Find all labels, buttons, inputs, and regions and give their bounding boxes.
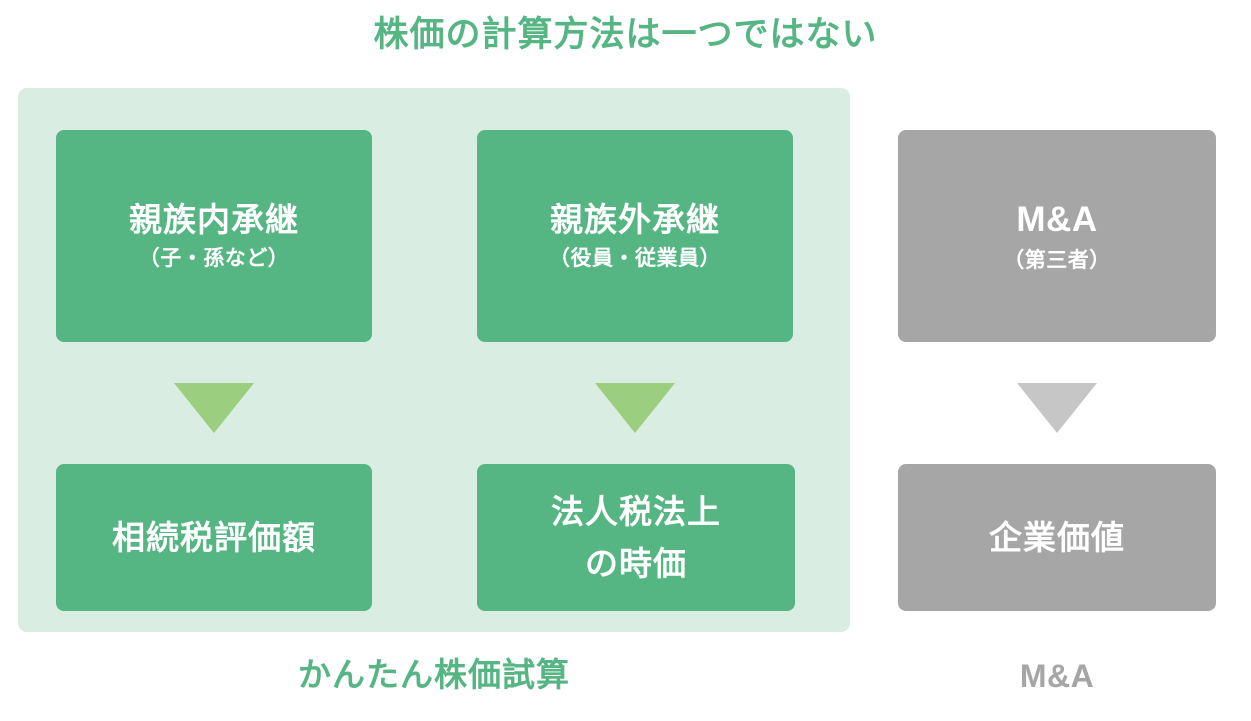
down-triangle-icon-1	[174, 383, 254, 433]
box-ma[interactable]: M&A （第三者）	[898, 130, 1216, 342]
box-souzoku-hyoukagaku[interactable]: 相続税評価額	[56, 464, 372, 611]
box-houjinzeihou-jika[interactable]: 法人税法上 の時価	[477, 464, 795, 611]
down-triangle-icon-3	[1017, 383, 1097, 433]
box-shinzoku-nai-subtitle: （子・孫など）	[138, 247, 290, 271]
page-title: 株価の計算方法は一つではない	[373, 15, 878, 54]
box-shinzoku-gai-subtitle: （役員・従業員）	[549, 247, 721, 271]
box-shinzoku-nai-title: 親族内承継	[129, 201, 299, 239]
down-triangle-icon-2	[595, 383, 675, 433]
box-houjin-line2: の時価	[585, 544, 687, 582]
box-houjin-line1: 法人税法上	[551, 493, 721, 531]
caption-kantan-kabuka-shisan: かんたん株価試算	[298, 656, 570, 693]
box-kigyou-kachi[interactable]: 企業価値	[898, 464, 1216, 611]
caption-ma: M&A	[1019, 658, 1095, 694]
box-kigyo-line1: 企業価値	[989, 518, 1125, 556]
box-shinzoku-gai[interactable]: 親族外承継 （役員・従業員）	[477, 130, 793, 342]
box-ma-subtitle: （第三者）	[1003, 248, 1111, 272]
box-shinzoku-gai-title: 親族外承継	[550, 201, 720, 239]
box-souzoku-line1: 相続税評価額	[112, 518, 316, 556]
box-ma-title: M&A	[1016, 199, 1098, 239]
box-shinzoku-nai[interactable]: 親族内承継 （子・孫など）	[56, 130, 372, 342]
